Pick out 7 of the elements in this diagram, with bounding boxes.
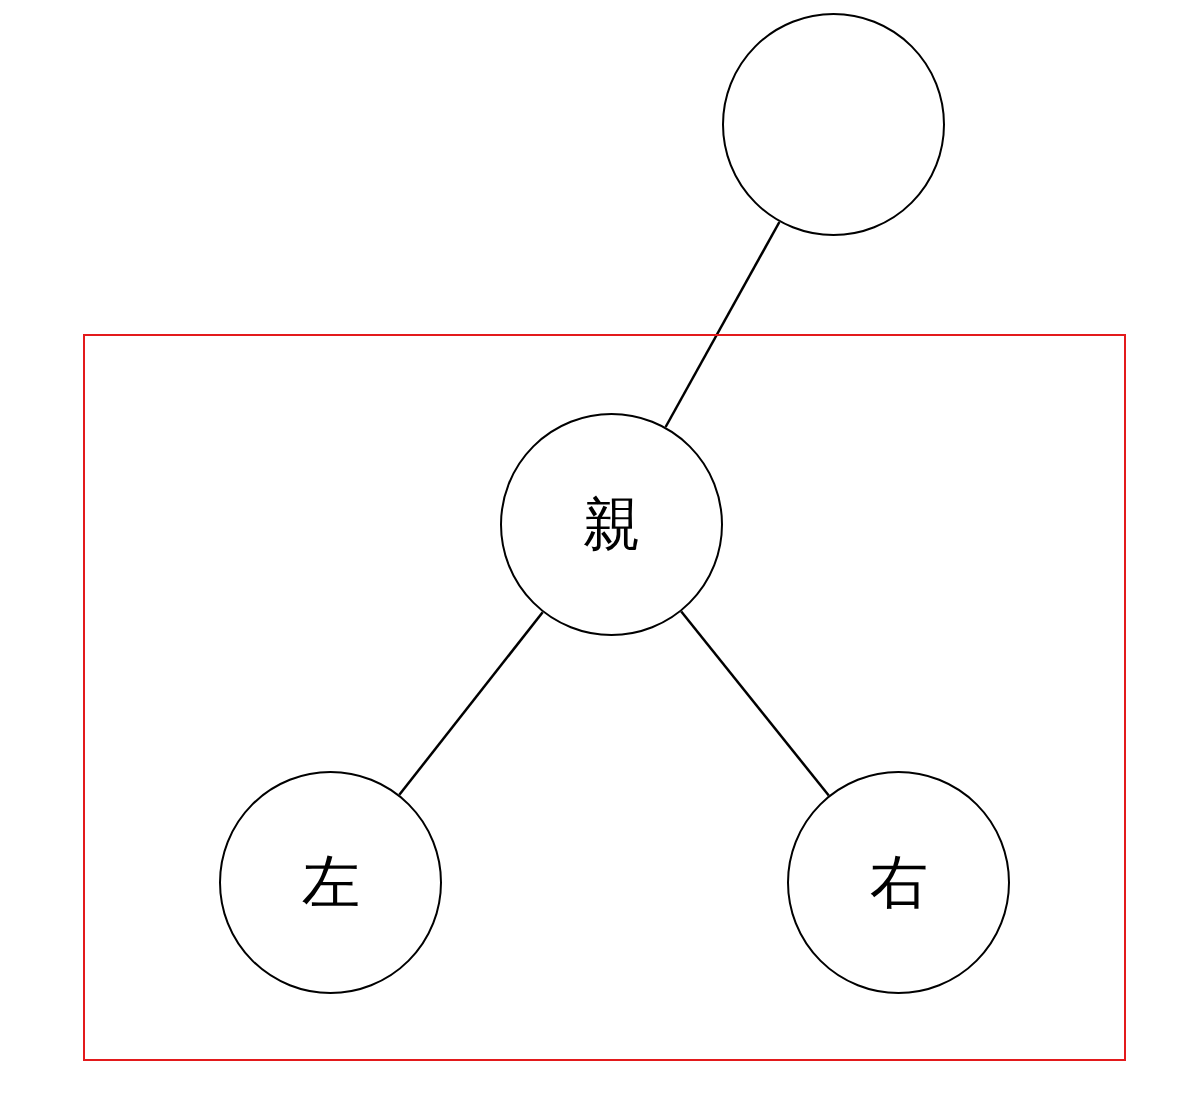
- connector-line: [398, 611, 544, 796]
- connector-line: [680, 610, 830, 797]
- node-label: 左: [301, 850, 360, 915]
- node-label: 右: [869, 850, 928, 915]
- group-frame: [83, 334, 1126, 1061]
- node-label: 親: [582, 492, 641, 557]
- connector-line: [664, 221, 781, 428]
